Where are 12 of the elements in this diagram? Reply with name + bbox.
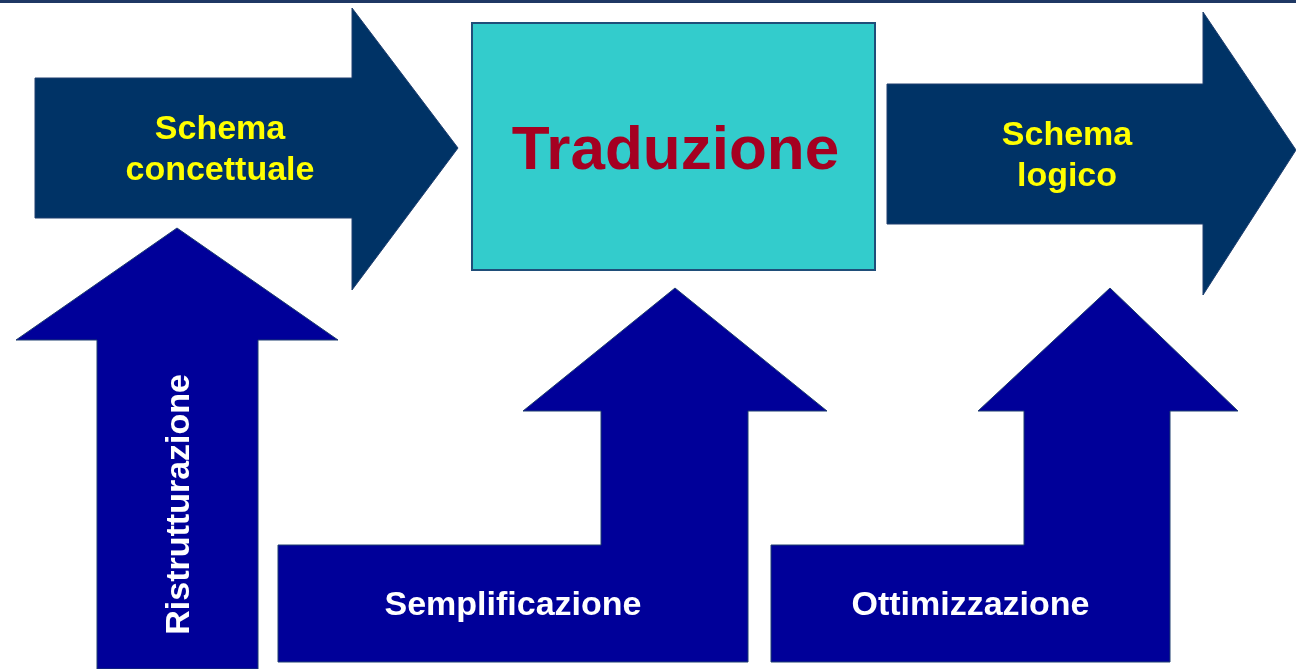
arrow-label: Semplificazione <box>384 583 642 624</box>
process-shape <box>771 288 1238 662</box>
box-label: Traduzione <box>511 112 840 185</box>
arrow-label: Schema logico <box>1000 113 1134 195</box>
process-shape <box>35 8 458 290</box>
arrow-label: Ottimizzazione <box>851 583 1090 624</box>
arrow-label: Ristrutturazione <box>157 374 198 635</box>
process-box <box>471 22 876 271</box>
process-shape <box>16 228 338 669</box>
process-shape <box>278 288 827 662</box>
arrow-label: Schema concettuale <box>124 107 316 189</box>
process-shape <box>887 12 1296 295</box>
